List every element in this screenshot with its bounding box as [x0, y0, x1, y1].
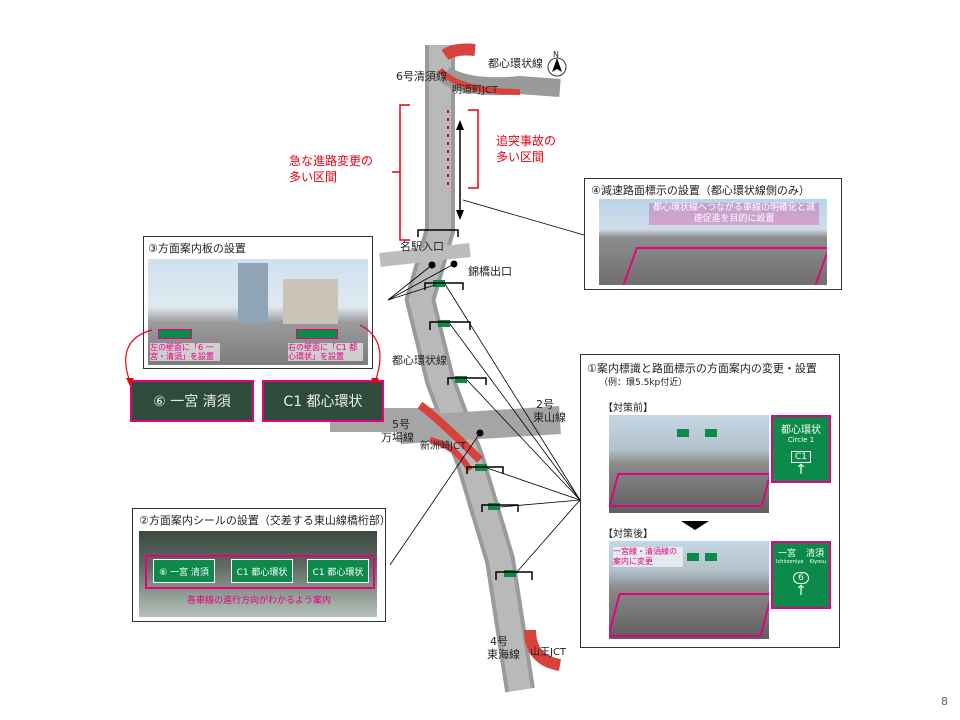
panel3-left-caption: 左の壁面に「6 一宮・清須」を設置	[150, 343, 220, 361]
label-route6: 6号清須線	[396, 70, 447, 83]
before-sign-arrow-icon: ↑	[795, 462, 807, 478]
after-sign-a-en: Ichinomiya	[776, 559, 804, 565]
label-toshin-top: 都心環状線	[488, 57, 543, 70]
label-kyuna2: 多い区間	[289, 170, 338, 184]
label-shinsu: 新洲崎JCT	[420, 441, 467, 452]
zoom-left-sign: ⑥ 一宮 清須	[130, 380, 254, 422]
label-tsuitotsu: 追突事故の	[496, 134, 557, 148]
label-route4a: 4号	[490, 635, 508, 648]
page-number: 8	[941, 695, 948, 708]
label-kyuna: 急な進路変更の	[289, 154, 374, 168]
panel3-arrows	[125, 324, 381, 386]
after-sign-b: 清須	[805, 549, 824, 559]
panel2-sign-3: C1 都心環状	[307, 559, 369, 583]
panel3-right-caption: 右の壁面に「C1 都心環状」を設置	[288, 343, 363, 361]
panel2-sign-1: ⑥ 一宮 清須	[153, 559, 215, 583]
after-sign-b-en: Kiyosu	[809, 559, 826, 565]
before-sign-sub: Circle 1	[787, 436, 815, 444]
label-toshin-mid: 都心環状線	[392, 354, 447, 367]
after-sign-arrow-icon: ↑	[795, 583, 807, 599]
panel1-subtitle: （例：環5.5kp付近）	[599, 378, 688, 388]
after-sign-code: 6	[793, 572, 809, 584]
panel1-before-photo	[609, 415, 769, 513]
panel3-title: ③方面案内板の設置	[148, 242, 246, 255]
panel1-after-caption: 一宮線・清須線の案内に変更	[613, 547, 683, 567]
label-meieki: 名駅入口	[400, 240, 444, 253]
panel4-caption: 都心環状線へつながる車線の明確化と減速促進を目的に設置	[649, 203, 819, 225]
panel1-before-sign: 都心環状 Circle 1 C1 ↑	[771, 415, 831, 483]
zoom-right-sign: C1 都心環状	[262, 380, 384, 422]
after-sign-a: 一宮	[777, 549, 796, 559]
label-route5b: 万場線	[381, 431, 414, 444]
panel1-before-label: 【対策前】	[603, 403, 653, 414]
label-nishiki: 錦橋出口	[468, 265, 512, 278]
label-sanno: 山王JCT	[530, 647, 567, 658]
panel2-photo: ⑥ 一宮 清須 C1 都心環状 C1 都心環状 各車線の進行方向がわかるよう案内	[139, 531, 377, 617]
panel3-photo: 左の壁面に「6 一宮・清須」を設置 右の壁面に「C1 都心環状」を設置	[148, 259, 368, 365]
panel1-after-label: 【対策後】	[603, 529, 653, 540]
panel2-sign-2: C1 都心環状	[231, 559, 293, 583]
down-triangle-icon	[681, 521, 709, 530]
panel-direction-sticker: ②方面案内シールの設置（交差する東山線橋桁部） ⑥ 一宮 清須 C1 都心環状 …	[132, 508, 391, 622]
panel-sign-change: ①案内標識と路面標示の方面案内の変更・設置 （例：環5.5kp付近） 【対策前】…	[580, 354, 840, 648]
panel-deceleration-marking: ④減速路面標示の設置（都心環状線側のみ） 都心環状線へつながる車線の明確化と減速…	[584, 178, 842, 290]
label-route5a: 5号	[392, 418, 410, 431]
label-meidomachi: 明道町JCT	[452, 85, 499, 96]
panel1-after-sign: 一宮 清須 Ichinomiya Kiyosu 6 ↑	[771, 541, 831, 609]
panel-direction-board: ③方面案内板の設置 左の壁面に「6 一宮・清須」を設置 右の壁面に「C1 都心環…	[143, 236, 373, 369]
panel4-title: ④減速路面標示の設置（都心環状線側のみ）	[591, 184, 810, 197]
panel2-title: ②方面案内シールの設置（交差する東山線橋桁部）	[139, 514, 391, 527]
before-sign-title: 都心環状	[781, 425, 821, 436]
label-north: N	[553, 50, 559, 59]
label-route4b: 東海線	[487, 648, 520, 661]
panel2-caption: 各車線の進行方向がわかるよう案内	[186, 596, 331, 606]
before-sign-code: C1	[790, 451, 811, 463]
label-route2a: 2号	[536, 398, 554, 411]
panel1-title: ①案内標識と路面標示の方面案内の変更・設置	[587, 362, 817, 375]
panel4-photo: 都心環状線へつながる車線の明確化と減速促進を目的に設置	[599, 199, 827, 285]
panel1-after-photo: 一宮線・清須線の案内に変更	[609, 541, 769, 639]
label-route2b: 東山線	[533, 411, 566, 424]
label-tsuitotsu2: 多い区間	[496, 150, 545, 164]
